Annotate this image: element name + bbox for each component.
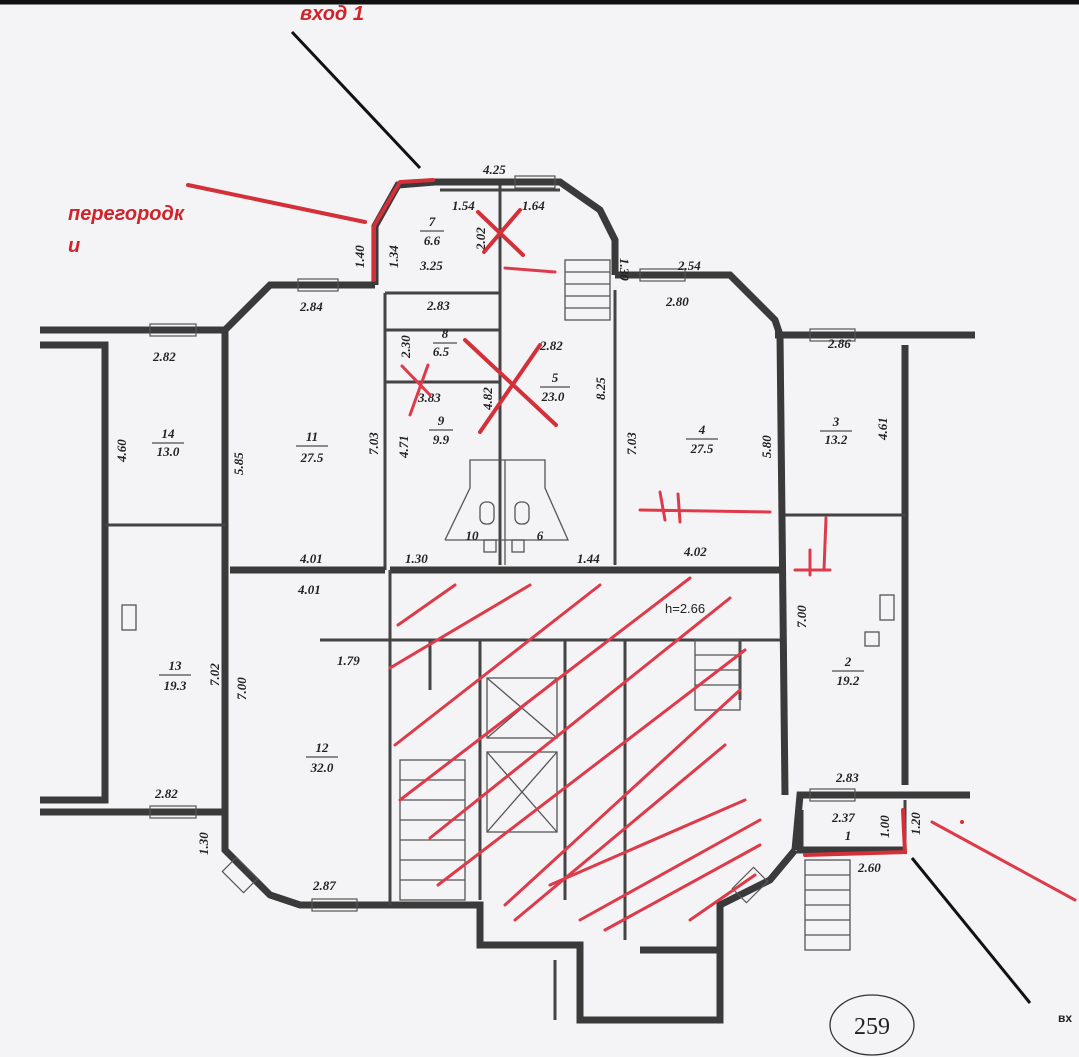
room-12: 12 32.0: [306, 740, 338, 775]
svg-text:9: 9: [438, 413, 445, 428]
svg-text:2.87: 2.87: [312, 878, 336, 893]
svg-text:3: 3: [832, 414, 840, 429]
svg-text:2.60: 2.60: [857, 860, 881, 875]
room-1: 1: [845, 828, 852, 843]
svg-text:1.30: 1.30: [617, 258, 632, 281]
partition-plus-marks: [638, 490, 832, 577]
dimension-labels: 4.25 1.54 1.64 2.02 1.30 1.40 1.34 3.25 …: [114, 162, 923, 893]
partitions-label-line2: и: [68, 235, 80, 257]
svg-text:8: 8: [442, 326, 449, 341]
entrance-2-label: вх: [1058, 1011, 1072, 1025]
svg-text:259: 259: [854, 1014, 890, 1040]
svg-text:2.83: 2.83: [835, 770, 859, 785]
svg-text:2.37: 2.37: [831, 810, 855, 825]
svg-text:13.0: 13.0: [157, 444, 180, 459]
svg-text:4.82: 4.82: [480, 387, 495, 411]
svg-text:2.82: 2.82: [539, 338, 563, 353]
svg-text:7.03: 7.03: [624, 432, 639, 455]
svg-text:3.25: 3.25: [419, 258, 443, 273]
hatched-area: [388, 576, 762, 932]
svg-text:1.30: 1.30: [196, 832, 211, 855]
svg-text:32.0: 32.0: [310, 760, 334, 775]
svg-text:23.0: 23.0: [541, 389, 565, 404]
svg-text:8.25: 8.25: [593, 377, 608, 400]
partition-markup: [186, 178, 435, 282]
entrance-1-label: вход 1: [300, 3, 364, 25]
room-5: 523.0: [540, 370, 570, 404]
svg-text:4.01: 4.01: [299, 551, 323, 566]
room-6: 6: [537, 528, 544, 543]
svg-text:13.2: 13.2: [825, 432, 848, 447]
svg-text:1.20: 1.20: [908, 812, 923, 835]
svg-text:2: 2: [844, 654, 852, 669]
svg-text:6.5: 6.5: [433, 344, 450, 359]
room-11: 11 27.5: [296, 429, 328, 465]
leader-lines: [290, 30, 1032, 1004]
page-number: 259: [829, 994, 915, 1056]
partitions-label-line1: перегородк: [68, 203, 185, 225]
svg-text:4.60: 4.60: [114, 439, 129, 463]
svg-text:1.40: 1.40: [352, 245, 367, 268]
svg-text:1.79: 1.79: [337, 653, 360, 668]
outer-walls: [40, 178, 975, 1024]
svg-text:4: 4: [698, 422, 706, 437]
svg-text:2.82: 2.82: [154, 786, 178, 801]
svg-text:2.83: 2.83: [426, 298, 450, 313]
svg-text:14: 14: [162, 426, 176, 441]
svg-text:2.30: 2.30: [398, 335, 413, 359]
svg-text:11: 11: [306, 429, 318, 444]
svg-text:1.64: 1.64: [522, 198, 545, 213]
room-9: 99.9: [429, 413, 453, 447]
svg-text:1.30: 1.30: [405, 551, 428, 566]
svg-text:19.2: 19.2: [837, 673, 860, 688]
svg-text:27.5: 27.5: [300, 450, 324, 465]
svg-text:2.84: 2.84: [299, 299, 323, 314]
svg-text:12: 12: [316, 740, 330, 755]
svg-text:27.5: 27.5: [690, 441, 714, 456]
entrance-2-markup: [803, 808, 1077, 902]
room-3: 313.2: [820, 414, 852, 447]
ceiling-height-label: h=2.66: [665, 601, 705, 616]
removal-crosses: [400, 208, 558, 434]
svg-text:7.00: 7.00: [794, 605, 809, 628]
svg-text:3.83: 3.83: [417, 390, 441, 405]
svg-text:4.01: 4.01: [297, 582, 321, 597]
bathroom-block: [444, 459, 569, 565]
room-10: 10: [466, 528, 480, 543]
svg-text:9.9: 9.9: [433, 432, 450, 447]
svg-text:2.80: 2.80: [665, 294, 689, 309]
annotations: вход 1 перегородк и вх: [68, 3, 1072, 1025]
svg-text:4.02: 4.02: [683, 544, 707, 559]
svg-text:2.86: 2.86: [827, 336, 851, 351]
svg-text:1.34: 1.34: [386, 245, 401, 268]
svg-text:1.44: 1.44: [577, 551, 600, 566]
svg-text:7.03: 7.03: [366, 432, 381, 455]
windows: [149, 175, 856, 912]
svg-text:1.54: 1.54: [452, 198, 475, 213]
svg-text:4.25: 4.25: [482, 162, 506, 177]
svg-text:4.61: 4.61: [875, 417, 890, 441]
svg-text:6.6: 6.6: [424, 233, 441, 248]
room-8: 86.5: [433, 326, 457, 359]
room-7: 76.6: [420, 214, 444, 248]
svg-text:7.00: 7.00: [234, 677, 249, 700]
svg-text:19.3: 19.3: [164, 678, 187, 693]
svg-text:7: 7: [429, 214, 436, 229]
room-4: 427.5: [686, 422, 718, 456]
svg-text:4.71: 4.71: [396, 435, 411, 459]
room-2: 219.2: [832, 654, 864, 688]
svg-text:2.54: 2.54: [677, 258, 701, 273]
svg-text:7.02: 7.02: [207, 663, 222, 686]
svg-text:13: 13: [169, 658, 183, 673]
room-14: 14 13.0: [152, 426, 184, 459]
room-13: 13 19.3: [159, 658, 191, 693]
svg-text:5.85: 5.85: [231, 452, 246, 475]
svg-text:2.02: 2.02: [473, 227, 488, 251]
svg-text:5.80: 5.80: [759, 435, 774, 458]
svg-text:2.82: 2.82: [152, 349, 176, 364]
svg-text:1.00: 1.00: [877, 815, 892, 838]
svg-text:5: 5: [552, 370, 559, 385]
